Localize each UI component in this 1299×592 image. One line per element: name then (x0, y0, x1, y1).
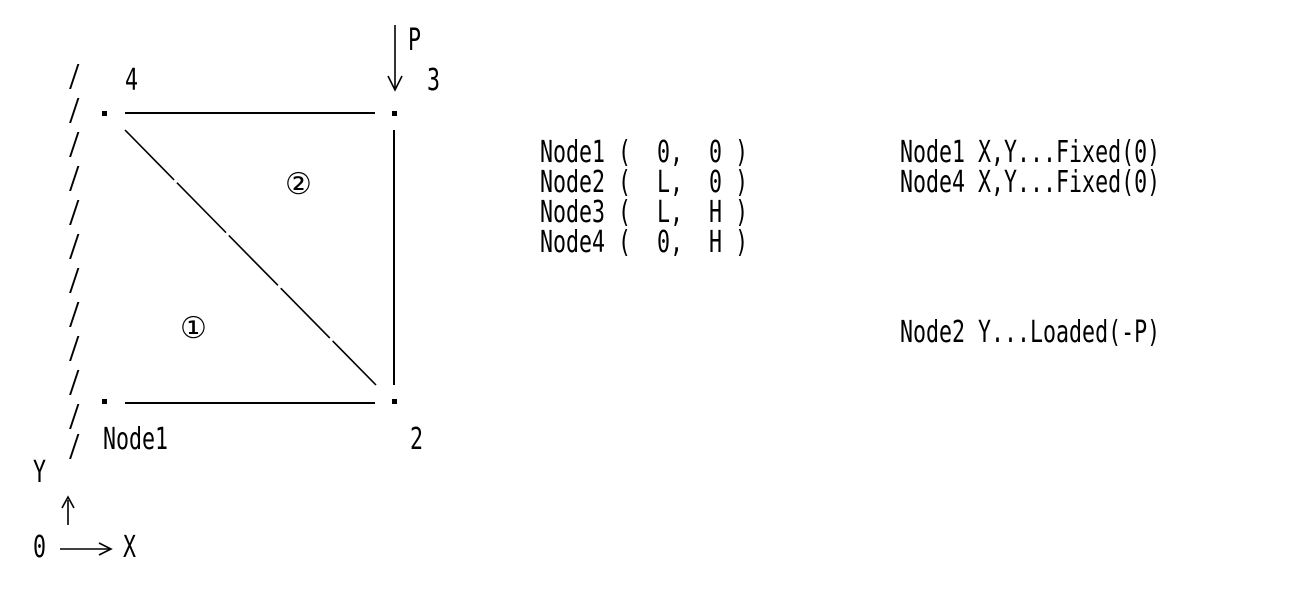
node1-label: Node1 (103, 422, 169, 457)
node4-label: 4 (125, 63, 139, 98)
x-axis-arrowhead (98, 542, 113, 556)
x-axis-label: X (123, 530, 137, 565)
y-axis-arrowhead (61, 495, 75, 509)
element2-label: ② (285, 167, 312, 202)
node3-dot (392, 111, 397, 116)
hatch-mark: / (68, 263, 82, 298)
coord-node4: Node4 ( 0, H ) (540, 225, 749, 260)
node2-dot (392, 399, 397, 404)
hatch-mark: / (68, 399, 82, 434)
edge-diagonal (124, 129, 377, 386)
hatch-mark: / (68, 93, 82, 128)
hatch-mark: / (68, 331, 82, 366)
element1-label: ① (180, 311, 207, 346)
bc-node1: Node1 X,Y...Fixed(0) (900, 135, 1161, 170)
hatch-mark: / (68, 297, 82, 332)
load-label: P (408, 23, 422, 58)
origin-label: 0 (33, 530, 47, 565)
hatch-mark: / (68, 229, 82, 264)
coord-node2: Node2 ( L, 0 ) (540, 165, 749, 200)
hatch-mark: / (68, 365, 82, 400)
hatch-mark: / (68, 127, 82, 162)
hatch-mark: / (68, 195, 82, 230)
hatch-mark: / (68, 429, 82, 464)
bc-node4: Node4 X,Y...Fixed(0) (900, 165, 1161, 200)
load-arrowhead (387, 75, 403, 92)
hatch-mark: / (68, 59, 82, 94)
node1-dot (102, 399, 107, 404)
coord-node3: Node3 ( L, H ) (540, 195, 749, 230)
coord-node1: Node1 ( 0, 0 ) (540, 135, 749, 170)
load-condition: Node2 Y...Loaded(-P) (900, 315, 1161, 350)
node2-label: 2 (410, 422, 424, 457)
node4-dot (102, 111, 107, 116)
node3-label: 3 (427, 63, 441, 98)
hatch-mark: / (68, 161, 82, 196)
y-axis-label: Y (33, 455, 47, 490)
